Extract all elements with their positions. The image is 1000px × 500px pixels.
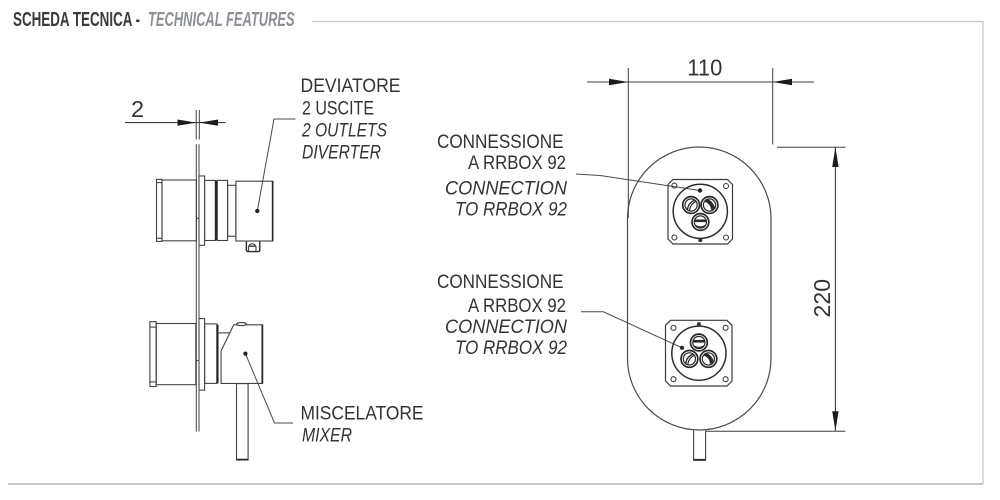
svg-text:A RRBOX 92: A RRBOX 92 (468, 296, 566, 317)
svg-text:2 USCITE: 2 USCITE (302, 99, 374, 120)
svg-text:CONNECTION: CONNECTION (445, 178, 567, 199)
svg-text:DIVERTER: DIVERTER (302, 143, 381, 164)
svg-text:DEVIATORE: DEVIATORE (301, 76, 401, 97)
svg-text:MISCELATORE: MISCELATORE (301, 404, 424, 425)
svg-text:2: 2 (131, 96, 144, 122)
svg-text:CONNECTION: CONNECTION (445, 317, 567, 338)
svg-text:CONNESSIONE: CONNESSIONE (437, 132, 564, 153)
svg-text:SCHEDA TECNICA -: SCHEDA TECNICA - (13, 7, 140, 30)
svg-text:220: 220 (809, 279, 835, 318)
svg-text:MIXER: MIXER (302, 426, 352, 447)
svg-text:TECHNICAL FEATURES: TECHNICAL FEATURES (148, 7, 295, 30)
svg-text:110: 110 (687, 55, 722, 81)
svg-text:CONNESSIONE: CONNESSIONE (437, 272, 564, 293)
svg-text:A RRBOX 92: A RRBOX 92 (468, 153, 566, 174)
svg-text:TO RRBOX 92: TO RRBOX 92 (455, 338, 567, 359)
svg-text:2 OUTLETS: 2 OUTLETS (301, 121, 387, 142)
svg-text:TO RRBOX 92: TO RRBOX 92 (455, 199, 567, 220)
